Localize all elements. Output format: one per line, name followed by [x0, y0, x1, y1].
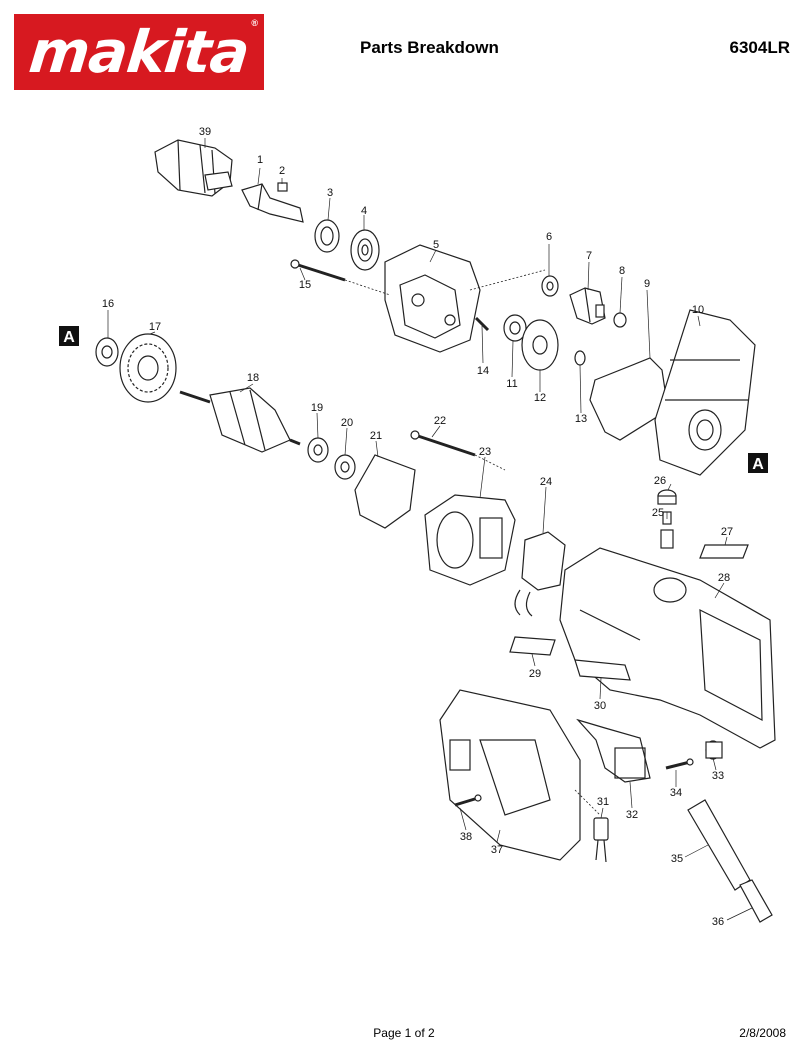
part-21-drawing [354, 454, 416, 529]
part-label-37: 37 [491, 844, 503, 856]
part-1-drawing [241, 183, 304, 223]
registered-mark: ® [251, 18, 258, 28]
part-36-drawing [739, 879, 773, 923]
document-date: 2/8/2008 [739, 1026, 786, 1040]
part-14-drawing [474, 316, 490, 332]
part-4-drawing [350, 229, 380, 271]
svg-text:A: A [752, 456, 764, 473]
part-label-19: 19 [311, 402, 323, 414]
part-35-drawing [687, 799, 751, 891]
part-10-drawing [654, 309, 756, 476]
part-label-18: 18 [247, 372, 259, 384]
part-11-drawing [503, 314, 527, 342]
part-label-15: 15 [299, 279, 311, 291]
part-33-drawing [705, 740, 723, 760]
part-label-7: 7 [586, 250, 592, 262]
part-13-drawing [574, 350, 586, 366]
part-12-drawing [521, 319, 559, 371]
part-label-33: 33 [712, 770, 724, 782]
part-label-3: 3 [327, 187, 333, 199]
makita-logo: makita ® [14, 14, 264, 90]
part-label-16: 16 [102, 298, 114, 310]
part-37-drawing [439, 689, 581, 861]
part-label-36: 36 [712, 916, 724, 928]
diagram-drawing [95, 138, 776, 923]
part-31-drawing [593, 817, 609, 863]
reference-marker-left: A [59, 326, 79, 346]
part-label-10: 10 [692, 304, 704, 316]
part-9-drawing [589, 357, 669, 441]
part-label-1: 1 [257, 154, 263, 166]
part-6-drawing [541, 275, 559, 297]
part-24-drawing [514, 531, 566, 617]
part-20-drawing [334, 454, 356, 480]
part-19-drawing [307, 437, 329, 463]
part-38-drawing [454, 794, 482, 807]
page-number: Page 1 of 2 [373, 1026, 435, 1040]
part-label-20: 20 [341, 417, 353, 429]
part-3-drawing [314, 219, 340, 253]
part-32-drawing [576, 718, 651, 783]
part-7-drawing [569, 287, 606, 325]
part-label-2: 2 [279, 165, 285, 177]
part-8-drawing [613, 312, 627, 328]
part-label-34: 34 [670, 787, 682, 799]
part-label-31: 31 [597, 796, 609, 808]
part-label-27: 27 [721, 526, 733, 538]
model-number: 6304LR [729, 38, 790, 57]
part-27-drawing [699, 544, 749, 559]
part-29-drawing [509, 636, 556, 656]
part-28-drawing [559, 547, 776, 749]
part-label-25: 25 [652, 507, 664, 519]
part-label-23: 23 [479, 446, 491, 458]
part-label-28: 28 [718, 572, 730, 584]
part-label-38: 38 [460, 831, 472, 843]
part-5-drawing [384, 244, 481, 353]
part-labels: 1 2 3 4 5 6 7 8 9 10 11 12 13 14 15 16 1… [102, 126, 733, 928]
part-label-24: 24 [540, 476, 552, 488]
reference-marker-right: A [748, 453, 768, 473]
part-label-13: 13 [575, 413, 587, 425]
part-18-drawing [179, 387, 301, 453]
part-2-drawing [277, 182, 288, 192]
leader-lines [107, 138, 753, 921]
part-label-32: 32 [626, 809, 638, 821]
part-label-21: 21 [370, 430, 382, 442]
part-label-6: 6 [546, 231, 552, 243]
part-34-drawing [665, 758, 694, 770]
part-label-17: 17 [149, 321, 161, 333]
page-title: Parts Breakdown [360, 38, 499, 57]
part-label-5: 5 [433, 239, 439, 251]
part-label-29: 29 [529, 668, 541, 680]
part-15-drawing [290, 259, 346, 282]
part-label-26: 26 [654, 475, 666, 487]
part-22-drawing [410, 430, 476, 457]
part-label-14: 14 [477, 365, 489, 377]
svg-text:A: A [63, 329, 75, 346]
part-16-drawing [95, 337, 119, 367]
part-label-11: 11 [506, 378, 517, 390]
part-label-8: 8 [619, 265, 625, 277]
part-30-drawing [574, 659, 631, 681]
part-label-12: 12 [534, 392, 546, 404]
part-label-22: 22 [434, 415, 446, 427]
part-label-9: 9 [644, 278, 650, 290]
part-17-drawing [119, 333, 177, 403]
part-26-drawing [657, 489, 677, 505]
part-label-30: 30 [594, 700, 606, 712]
part-label-39: 39 [199, 126, 211, 138]
part-39-drawing [154, 139, 233, 197]
guide-lines [344, 269, 601, 816]
part-23-drawing [424, 494, 516, 586]
part-label-35: 35 [671, 853, 683, 865]
part-label-4: 4 [361, 205, 367, 217]
